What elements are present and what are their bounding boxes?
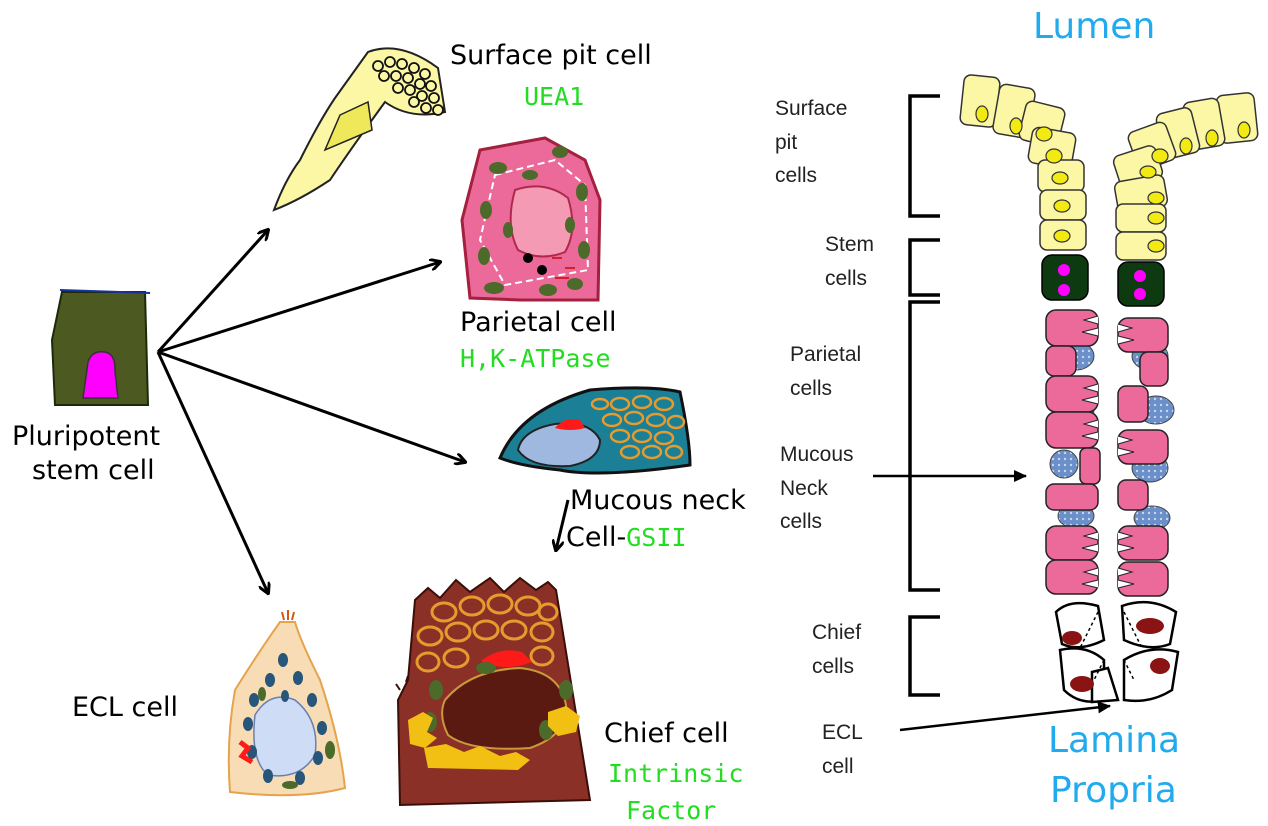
propria-label: Propria <box>1050 770 1177 811</box>
ecl-cell-label: ECL cell <box>72 692 178 723</box>
stem-line2: cells <box>825 262 874 296</box>
chief-marker-line2: Factor <box>626 797 716 826</box>
mucous-line2: Neck <box>780 472 854 506</box>
surface-pit-marker: UEA1 <box>524 83 584 112</box>
gastric-gland-column <box>873 74 1258 730</box>
mucous-neck-marker: GSII <box>626 523 686 552</box>
surface-pit-cells-label: Surface pit cells <box>775 92 847 193</box>
chief-line1: Chief <box>812 616 861 650</box>
chief-cells-label: Chief cells <box>812 616 861 683</box>
surface-pit-line3: cells <box>775 159 847 193</box>
mucous-line1: Mucous <box>780 438 854 472</box>
stem-line1: Stem <box>825 228 874 262</box>
parietal-line2: cells <box>790 372 861 406</box>
mucous-neck-cell <box>500 388 690 473</box>
surface-pit-cell-label: Surface pit cell <box>450 40 652 71</box>
chief-line2: cells <box>812 650 861 684</box>
pluripotent-line1: Pluripotent <box>12 420 160 454</box>
surface-pit-cell <box>274 48 445 210</box>
ecl-cell <box>229 610 345 795</box>
parietal-cell-label: Parietal cell <box>460 307 617 338</box>
mucous-neck-cells-label: Mucous Neck cells <box>780 438 854 539</box>
pluripotent-stem-cell <box>52 290 150 405</box>
parietal-cell <box>462 138 600 300</box>
chief-cell <box>396 578 590 805</box>
parietal-cells-label: Parietal cells <box>790 338 861 405</box>
chief-cell-label: Chief cell <box>604 718 729 749</box>
mucous-neck-prefix: Cell- <box>566 522 626 553</box>
mucous-neck-label-line2: Cell-GSII <box>566 522 686 553</box>
parietal-marker: H,K-ATPase <box>460 345 611 374</box>
mucous-neck-label-line1: Mucous neck <box>570 485 746 516</box>
ecl-line2: cell <box>822 750 863 784</box>
ecl-line1: ECL <box>822 716 863 750</box>
chief-marker-line1: Intrinsic <box>608 760 743 789</box>
stem-cells-label: Stem cells <box>825 228 874 295</box>
lumen-label: Lumen <box>1033 6 1155 47</box>
pluripotent-line2: stem cell <box>12 454 160 488</box>
ecl-cell-right-label: ECL cell <box>822 716 863 783</box>
surface-pit-line2: pit <box>775 126 847 160</box>
surface-pit-line1: Surface <box>775 92 847 126</box>
mucous-line3: cells <box>780 505 854 539</box>
lamina-label: Lamina <box>1048 720 1180 761</box>
pluripotent-stem-cell-label: Pluripotent stem cell <box>12 420 160 488</box>
parietal-line1: Parietal <box>790 338 861 372</box>
